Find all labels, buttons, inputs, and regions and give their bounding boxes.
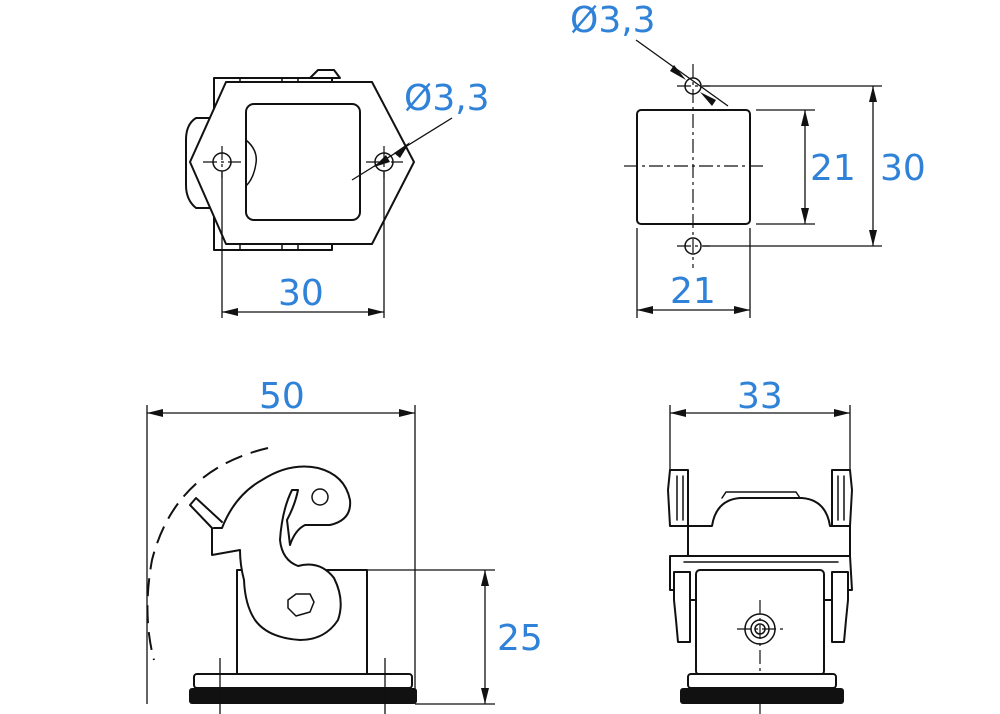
pattern-height-outer-label: 30 <box>880 148 926 189</box>
top-view-width-label: 30 <box>278 273 324 314</box>
side-view-height-label: 25 <box>497 618 543 659</box>
side-view-width-label: 50 <box>259 376 305 417</box>
hole-pattern-view <box>624 39 882 318</box>
front-view-width-label: 33 <box>737 376 783 417</box>
pattern-height-inner-label: 21 <box>810 148 856 189</box>
front-view <box>667 405 853 714</box>
pattern-hole-diameter-label: Ø3,3 <box>570 0 656 41</box>
pattern-width-label: 21 <box>670 271 716 312</box>
top-view-hole-diameter-label: Ø3,3 <box>404 78 490 119</box>
side-view <box>146 405 495 714</box>
top-view <box>185 69 453 318</box>
